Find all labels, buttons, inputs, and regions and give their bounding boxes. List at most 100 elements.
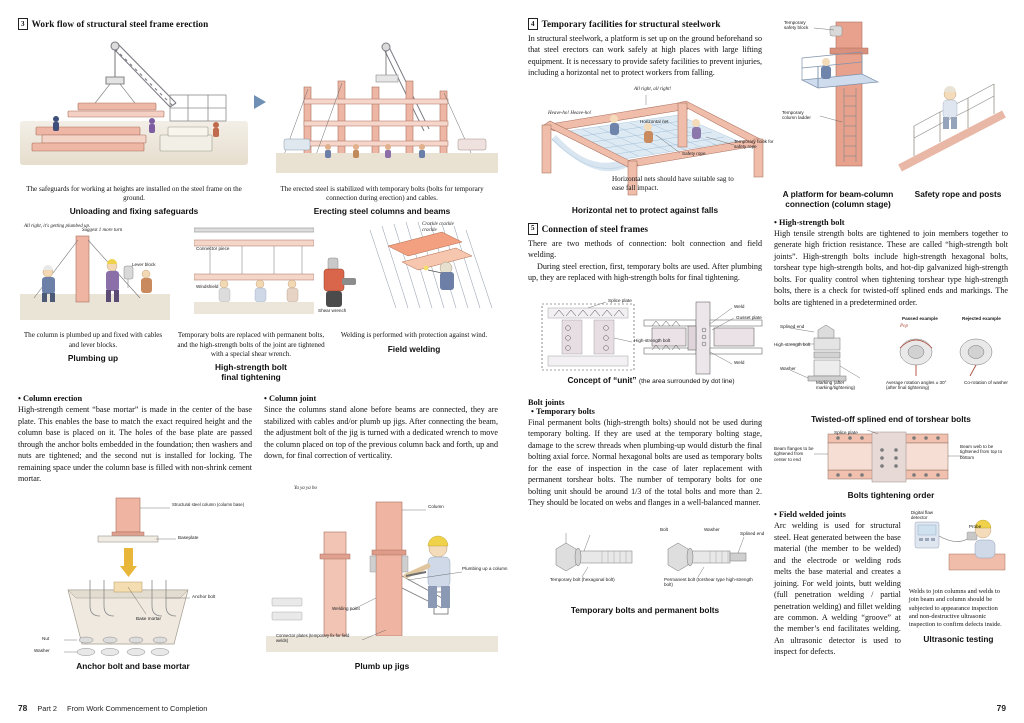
weld-label-bottom: Weld — [734, 359, 745, 365]
step-1-title: Unloading and fixing safeguards — [69, 206, 199, 217]
washer-label-temp: Washer — [704, 526, 720, 532]
washer-t-label: Washer — [780, 366, 796, 372]
section-4-text: In structural steelwork, a platform is s… — [528, 34, 762, 78]
base-mortar-label: Base mortar — [136, 616, 162, 622]
right-col-2: Temporary safety block Temporary column … — [774, 18, 1008, 658]
temporary-bolt-label: Temporary bolt (hexagonal bolt) — [550, 576, 615, 582]
hs-bolt-head: High-strength bolt — [774, 218, 1008, 227]
section-5-text-2: During steel erection, first, temporary … — [528, 261, 762, 283]
illustration-ultrasonic: Digital flaw detector Probe — [909, 510, 1008, 588]
unit-svg — [541, 301, 763, 375]
torshear-svg — [789, 324, 993, 382]
torshear-figure-title: Twisted-off splined end of torshear bolt… — [811, 414, 971, 425]
step-4: Temporary bolts are replaced with perman… — [176, 331, 326, 382]
connector-plates-label: Connector plates (temporary fix for fiel… — [276, 633, 350, 644]
illustration-shear-wrench: Shear wrench — [318, 256, 362, 320]
plumb-column-label: Column — [428, 504, 444, 510]
bolt-joints-block: Bolt joints Temporary bolts Final perman… — [528, 398, 762, 509]
figure-erection-row1 — [18, 33, 498, 183]
platform-figure-title: A platform for beam-column connection (c… — [782, 189, 894, 210]
page-left: 3 Work flow of structural steel frame er… — [0, 0, 512, 723]
bolt-joints-text: Final permanent bolts (high-strength bol… — [528, 417, 762, 508]
permanent-bolt-label: Permanent bolt (torshear type high-stren… — [664, 576, 753, 588]
speech-bubble-turn: Suggest 1 more turn — [82, 228, 123, 234]
section-5-text-1: There are two methods of connection: bol… — [528, 238, 762, 260]
nut-label: Nut — [42, 636, 50, 642]
order-svg — [814, 430, 964, 483]
pop-label: Pop — [900, 324, 909, 330]
gusset-plate-label: Gusset plate — [736, 314, 762, 320]
hs-bolt-t-label: High-strength bolt — [774, 342, 811, 348]
right-col-1: 4 Temporary facilities for structural st… — [528, 18, 774, 658]
right-two-columns: 4 Temporary facilities for structural st… — [528, 18, 1008, 658]
section-3-number: 3 — [18, 18, 28, 30]
step-5: Welding is performed with protection aga… — [334, 331, 494, 382]
column-erection-text: High-strength cement “base mortar” is ma… — [18, 405, 252, 483]
splice-plate-label: Splice plate — [608, 297, 632, 303]
rotation-label: Average rotation angles ± 30° (after fin… — [886, 380, 947, 391]
plumb-figure-title: Plumb up jigs — [354, 661, 410, 672]
section-3-heading: 3 Work flow of structural steel frame er… — [18, 18, 498, 30]
step-5-title: Field welding — [387, 343, 441, 354]
step-5-caption: Welding is performed with protection aga… — [340, 331, 488, 340]
net-speech-label: All right, all right! — [634, 86, 672, 92]
rejected-example-label: Rejected example — [962, 316, 1001, 322]
platform-svg — [800, 21, 1006, 172]
section-4-number: 4 — [528, 18, 538, 30]
unit-title-main: Concept of “unit” — [567, 374, 637, 385]
row1-captions: The safeguards for working at heights ar… — [18, 185, 498, 216]
illustration-hs-bolt — [194, 222, 314, 322]
net-svg — [541, 94, 765, 196]
bolt-label: Bolt — [660, 526, 668, 532]
plumb-up-svg — [266, 502, 498, 653]
hs-bolt-svg — [194, 228, 314, 315]
step-1-caption: The safeguards for working at heights ar… — [26, 185, 242, 203]
hs-bolt-text: High tensile strength bolts are tightene… — [774, 228, 1008, 307]
temporary-bolts-head: Temporary bolts — [531, 407, 762, 416]
bottom-figures: Structural steel column (column base) Ba… — [18, 486, 507, 684]
illustration-tightening-order: Splice plate Beam flanges to be tightene… — [774, 430, 1008, 488]
platform-captions: A platform for beam-column connection (c… — [774, 186, 1008, 210]
rope-figure-title: Safety rope and posts — [914, 189, 1002, 199]
windshield-label: Windshield — [196, 284, 219, 290]
temporary-hook-label: Temporary hook for safety rope — [734, 138, 774, 150]
splined-end-t-label: Splined end — [780, 324, 805, 330]
heave-ho-label: Heave-ho! Heave-ho! — [548, 110, 592, 116]
section-4-title: Temporary facilities for structural stee… — [541, 19, 721, 29]
splice-plate-order-label: Splice plate — [834, 430, 858, 436]
safety-rope-label: Safety rope — [682, 150, 706, 156]
step-3-caption: The column is plumbed up and fixed with … — [23, 331, 163, 349]
illustration-platform-rope: Temporary safety block Temporary column … — [774, 18, 1008, 186]
welding-point-label: Welding point — [332, 606, 360, 612]
section-3-title: Work flow of structural steel frame erec… — [31, 19, 209, 29]
connector-piece-label: Connector piece — [196, 246, 230, 252]
plumb-up-jig-label: Plumbing up a column — [462, 566, 508, 572]
anchor-figure-title: Anchor bolt and base mortar — [76, 661, 190, 672]
illustration-plumbing-up: All right, it's getting plumbed up. Sugg… — [20, 222, 170, 322]
order-figure-title: Bolts tightening order — [847, 490, 935, 501]
illustration-field-welding: Crackle crackle crackle — [368, 212, 500, 322]
ultrasonic-figure-title: Ultrasonic testing — [923, 633, 994, 644]
page-number-right: 79 — [996, 703, 1006, 713]
passed-example-label: Passed example — [902, 316, 938, 322]
footer-title: From Work Commencement to Completion — [67, 704, 208, 713]
column-erection-head: Column erection — [18, 394, 252, 403]
ultrasonic-svg — [914, 519, 1006, 571]
beam-flanges-label: Beam flanges to be tightened from center… — [774, 446, 814, 462]
footer-part: Part 2 — [37, 704, 58, 713]
step-4-title: High-strength bolt — [215, 362, 287, 373]
column-ladder-label: Temporary column ladder — [782, 110, 811, 121]
illustration-unit-concept: Splice plate High-strength bolt Weld Gus… — [528, 294, 763, 386]
section-5-title: Connection of steel frames — [541, 223, 649, 234]
anchor-bolt-label: Anchor bolt — [192, 594, 216, 600]
left-text-columns: Column erection High-strength cement “ba… — [18, 394, 498, 484]
marking-label: Marking (after marking/tightening) — [816, 380, 856, 391]
illustration-unloading — [20, 35, 248, 175]
column-joint-head: Column joint — [264, 394, 498, 403]
erecting-svg — [276, 42, 498, 173]
column-label: Structural steel column (column base) — [172, 502, 245, 508]
speech-bubble-plumbing: All right, it's getting plumbed up. — [24, 224, 91, 230]
probe-label: Probe — [968, 524, 982, 530]
illustration-horizontal-net: All right, all right! Heave-ho! Heave-ho… — [528, 86, 774, 202]
